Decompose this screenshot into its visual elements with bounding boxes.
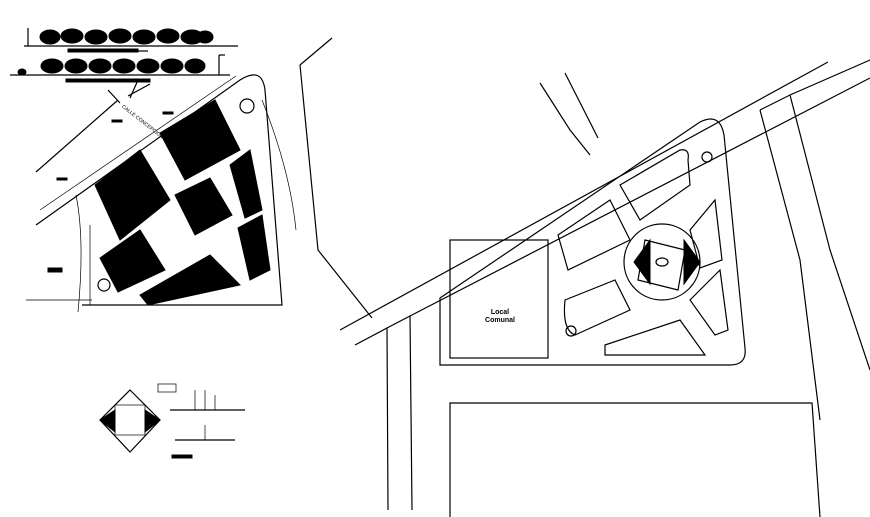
site-plan-left	[26, 74, 297, 313]
detail-plan-small	[99, 383, 245, 459]
site-plan-right	[439, 118, 746, 366]
tree-elevation-1	[24, 28, 238, 53]
tree-elevation-2	[10, 54, 230, 83]
community-hall-label: Local Comunal	[470, 309, 530, 325]
roads	[299, 37, 870, 517]
community-hall-label-line1: Local	[490, 309, 510, 316]
community-hall-outline	[449, 239, 549, 359]
community-hall-label-line2: Comunal	[485, 317, 515, 324]
